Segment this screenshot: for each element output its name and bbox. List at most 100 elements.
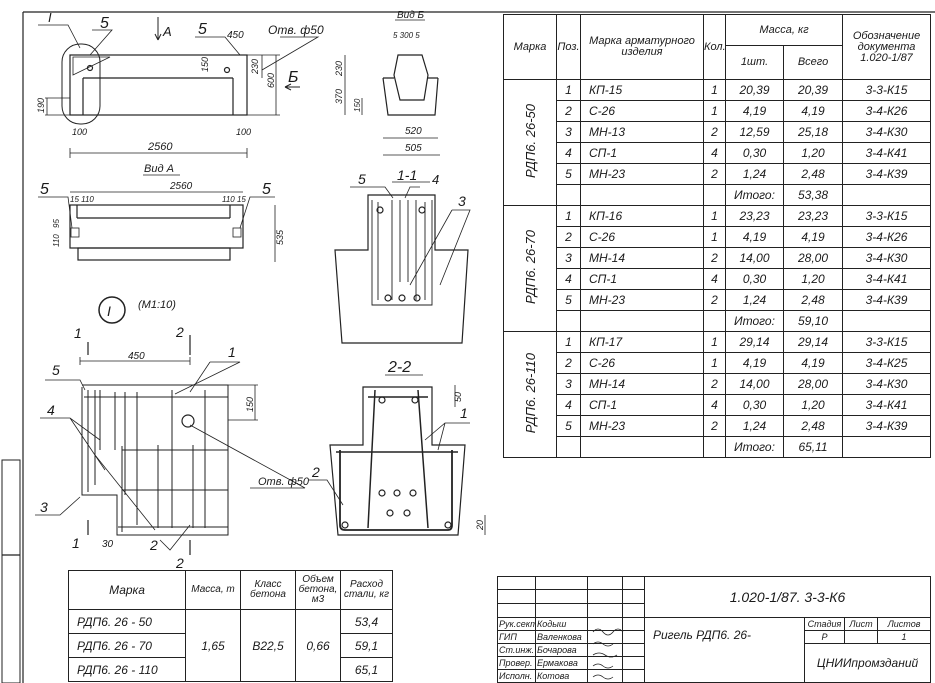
header-mass: Масса, кг bbox=[724, 13, 844, 47]
view-title: Вид Б bbox=[397, 10, 425, 21]
person-role: Ст.инж. bbox=[497, 643, 536, 657]
cell-pos: 1 bbox=[556, 79, 581, 101]
header-qty: Кол. bbox=[703, 14, 726, 80]
summary-header-mark: Марка bbox=[68, 570, 186, 610]
empty-cell bbox=[556, 184, 581, 206]
cell-total: 2,48 bbox=[782, 163, 844, 185]
cell-total: 4,19 bbox=[782, 226, 844, 248]
cell-total: 2,48 bbox=[782, 415, 844, 437]
cell-total: 2,48 bbox=[782, 289, 844, 311]
summary-header-mass: Масса, т bbox=[185, 570, 241, 610]
summary-concrete-class: В22,5 bbox=[240, 609, 296, 682]
cell-total: 23,23 bbox=[782, 205, 844, 227]
side-stamp-strip bbox=[1, 459, 21, 683]
cell-total: 1,20 bbox=[782, 394, 844, 416]
dimension-label: 450 bbox=[227, 30, 244, 41]
cell-pos: 5 bbox=[556, 163, 581, 185]
cell-pos: 2 bbox=[556, 352, 581, 374]
group-total: 65,11 bbox=[782, 436, 844, 458]
empty-cell bbox=[842, 310, 932, 332]
cut-label: 2 bbox=[175, 324, 184, 340]
detail-label: I bbox=[107, 303, 111, 319]
header-pos: Поз. bbox=[556, 14, 581, 80]
position-label: 3 bbox=[40, 499, 48, 515]
position-label: 2 bbox=[149, 537, 158, 553]
group-mark: РДП6. 26-50 bbox=[522, 104, 538, 178]
cell-item: КП-17 bbox=[580, 331, 704, 353]
cell-one: 29,14 bbox=[725, 331, 784, 353]
spec-total-row: Итого:65,11 bbox=[504, 436, 932, 458]
summary-steel: 59,1 bbox=[340, 633, 393, 658]
cell-pos: 3 bbox=[556, 247, 581, 269]
summary-mass: 1,65 bbox=[185, 609, 241, 682]
cell-pos: 4 bbox=[556, 268, 581, 290]
reinforcement-spec-table: Марка Поз. Марка арматурного изделия Кол… bbox=[503, 13, 932, 458]
empty-cell bbox=[580, 310, 704, 332]
scale-label: (М1:10) bbox=[138, 299, 176, 311]
cell-item: СП-1 bbox=[580, 268, 704, 290]
cell-doc: 3-4-К39 bbox=[842, 163, 932, 185]
cell-one: 0,30 bbox=[725, 268, 784, 290]
person-name: Ермакова bbox=[535, 656, 588, 670]
header-mass-one: 1шт. bbox=[725, 45, 784, 80]
cell-total: 20,39 bbox=[782, 79, 844, 101]
person-role: ГИП bbox=[497, 630, 536, 644]
group-mark-cell: РДП6. 26-110 bbox=[503, 331, 557, 458]
cell-one: 4,19 bbox=[725, 100, 784, 122]
summary-header-steel: Расход стали, кг bbox=[340, 570, 393, 610]
summary-mark: РДП6. 26 - 70 bbox=[68, 633, 186, 658]
cell-item: МН-14 bbox=[580, 373, 704, 395]
header-mark: Марка bbox=[503, 14, 557, 80]
empty-cell bbox=[580, 436, 704, 458]
dimension-label: 5 300 5 bbox=[393, 31, 420, 40]
position-label: 1 bbox=[228, 344, 236, 360]
cell-doc: 3-4-К26 bbox=[842, 100, 932, 122]
cell-qty: 2 bbox=[703, 373, 726, 395]
drawing-name: Ригель РДП6. 26- bbox=[644, 617, 805, 683]
cell-qty: 2 bbox=[703, 415, 726, 437]
cell-total: 1,20 bbox=[782, 268, 844, 290]
cell-total: 1,20 bbox=[782, 142, 844, 164]
person-role: Рук.сект. bbox=[497, 617, 536, 631]
summary-header-class: Класс бетона bbox=[240, 570, 296, 610]
title-block: 1.020-1/87. 3-3-К6 Рук.сект. Кодыш Ригел… bbox=[497, 576, 932, 683]
person-role: Провер. bbox=[497, 656, 536, 670]
cell-doc: 3-4-К30 bbox=[842, 247, 932, 269]
cell-pos: 2 bbox=[556, 100, 581, 122]
dimension-label: 535 bbox=[275, 229, 285, 245]
cell-qty: 1 bbox=[703, 352, 726, 374]
total-label: Итого: bbox=[725, 184, 784, 206]
header-mass-total: Всего bbox=[782, 45, 844, 80]
empty-cell bbox=[842, 436, 932, 458]
cut-label: 2 bbox=[175, 555, 184, 571]
dimension-label: 30 bbox=[102, 539, 114, 550]
header-doc: Обозначение документа 1.020-1/87 bbox=[842, 14, 932, 80]
cell-total: 4,19 bbox=[782, 100, 844, 122]
cell-item: МН-13 bbox=[580, 121, 704, 143]
sheets-value: 1 bbox=[876, 630, 932, 644]
dimension-label: 150 bbox=[200, 57, 210, 72]
view-title: Вид А bbox=[144, 163, 174, 175]
empty-cell bbox=[556, 436, 581, 458]
cell-qty: 2 bbox=[703, 121, 726, 143]
dimension-label: 505 bbox=[405, 143, 422, 154]
header-item-mark: Марка арматурного изделия bbox=[580, 14, 704, 80]
dimension-label: 600 bbox=[266, 73, 276, 88]
dimension-label: 150 bbox=[245, 397, 255, 412]
cell-doc: 3-3-К15 bbox=[842, 79, 932, 101]
cell-total: 28,00 bbox=[782, 373, 844, 395]
position-label: 1 bbox=[460, 405, 468, 421]
cell-pos: 1 bbox=[556, 331, 581, 353]
person-name: Кодыш bbox=[535, 617, 588, 631]
view-arrow-label: А bbox=[162, 24, 172, 39]
cell-qty: 2 bbox=[703, 163, 726, 185]
dimension-label: 230 bbox=[250, 59, 260, 75]
cell-qty: 1 bbox=[703, 205, 726, 227]
cell-pos: 3 bbox=[556, 121, 581, 143]
cell-total: 4,19 bbox=[782, 352, 844, 374]
cell-qty: 1 bbox=[703, 79, 726, 101]
